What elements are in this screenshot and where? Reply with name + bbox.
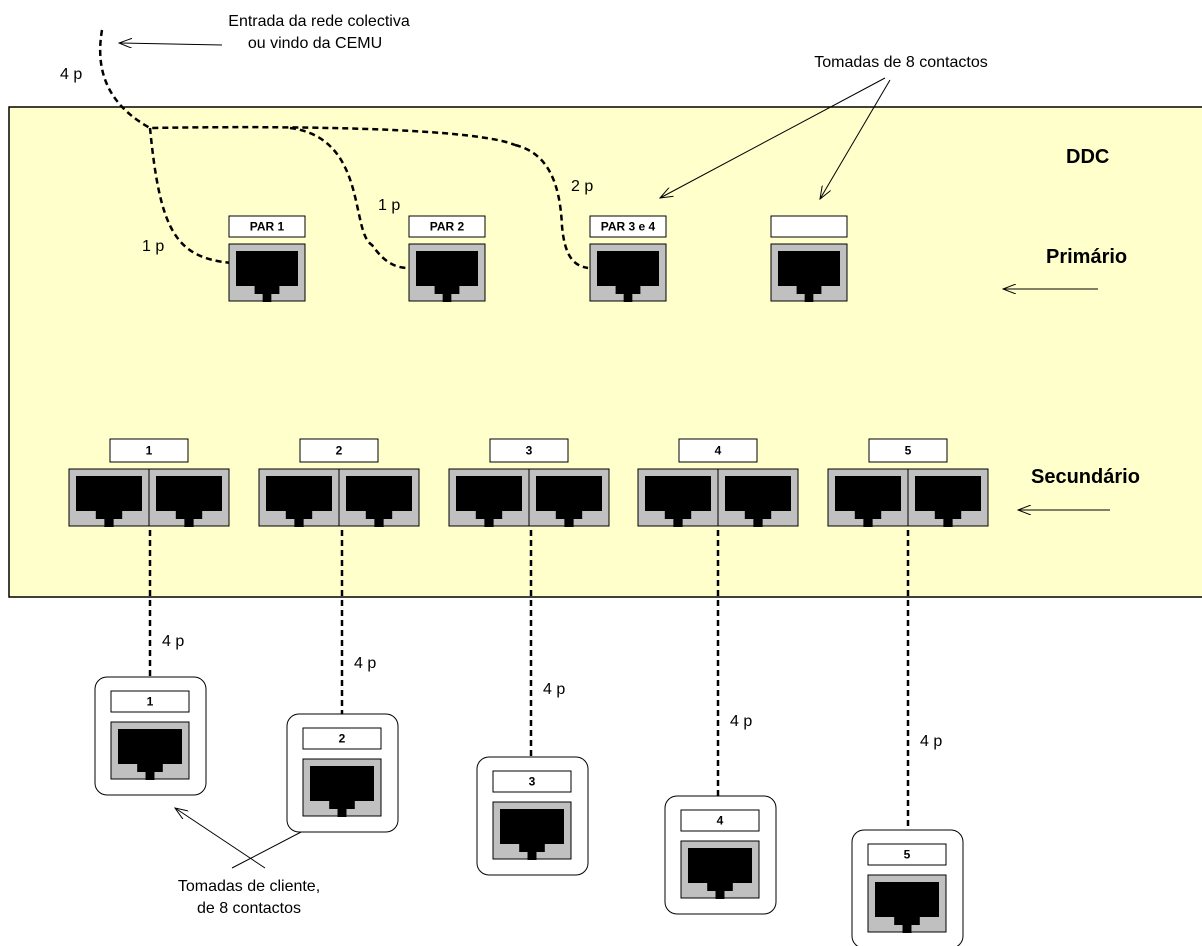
label-box — [868, 438, 948, 463]
client-cable-label: 4 p — [162, 633, 184, 650]
rj45-port-icon — [778, 251, 840, 302]
rj45-port-icon — [456, 476, 522, 527]
rj45-port-icon — [915, 476, 981, 527]
client-socket: 4 p 3 — [476, 530, 589, 876]
label-text: 4 — [717, 814, 724, 828]
client-cable-label: 4 p — [354, 655, 376, 672]
label-text: PAR 2 — [430, 220, 465, 234]
input-cables — [98, 29, 589, 270]
label-text: 3 — [529, 775, 536, 789]
client-sockets: 4 p 1 4 p 2 4 p 3 4 p 4 4 p 5 — [94, 530, 964, 946]
cable-label-par2: 1 p — [378, 197, 400, 214]
rj45-port-icon — [118, 729, 182, 780]
cable-label-par34: 2 p — [571, 178, 593, 195]
rj45-port-icon — [416, 251, 478, 302]
entrada-arrow — [119, 43, 223, 45]
rj45-port-icon — [835, 476, 901, 527]
cliente-text-line1: Tomadas de cliente, — [178, 878, 320, 895]
ddc-title: DDC — [1066, 146, 1109, 168]
rj45-port-icon — [346, 476, 412, 527]
label-box — [299, 438, 379, 463]
client-socket: 4 p 4 — [664, 530, 777, 915]
rj45-port-icon — [309, 766, 374, 817]
label-text: PAR 1 — [250, 220, 285, 234]
rj45-port-icon — [499, 809, 564, 860]
rj45-port-icon — [236, 251, 298, 302]
label-text: 1 — [146, 444, 153, 458]
client-socket: 4 p 1 — [94, 530, 207, 796]
cable-label-par1: 1 p — [142, 238, 164, 255]
label-box — [680, 809, 760, 832]
label-box — [109, 438, 189, 463]
rj45-port-icon — [597, 251, 659, 302]
rj45-port-icon — [725, 476, 791, 527]
client-cable-label: 4 p — [920, 733, 942, 750]
secondary-socket-pair: 4 — [637, 438, 799, 527]
cliente-arrow-1 — [175, 808, 266, 869]
label-box — [302, 727, 382, 750]
primary-socket: PAR 3 e 4 — [589, 215, 667, 302]
secondary-socket-pair: 2 — [258, 438, 420, 527]
label-text: 4 — [715, 444, 722, 458]
cable-label-input: 4 p — [60, 66, 82, 83]
label-text: 1 — [147, 695, 154, 709]
tomadas-arrow-1 — [660, 77, 886, 198]
label-box — [110, 690, 190, 713]
label-box — [228, 215, 306, 238]
label-text: 5 — [904, 848, 911, 862]
label-text: 5 — [905, 444, 912, 458]
label-text: 3 — [526, 444, 533, 458]
rj45-port-icon — [645, 476, 711, 527]
label-text: 2 — [336, 444, 343, 458]
client-cable-label: 4 p — [730, 713, 752, 730]
rj45-port-icon — [687, 848, 752, 899]
secondary-socket-pair: 5 — [827, 438, 989, 527]
label-box — [867, 843, 947, 866]
label-box — [678, 438, 758, 463]
client-socket: 4 p 2 — [286, 530, 399, 833]
rj45-port-icon — [155, 476, 222, 527]
main-input-cable — [98, 29, 516, 147]
primary-sockets: PAR 1 PAR 2 PAR 3 e 4 — [228, 215, 848, 302]
label-box — [492, 770, 572, 793]
label-box — [408, 215, 486, 238]
primario-label: Primário — [1046, 246, 1127, 268]
cable-par34 — [514, 143, 589, 270]
secondary-socket-pair: 1 — [68, 438, 230, 527]
entrada-text-line2: ou vindo da CEMU — [248, 35, 382, 52]
label-text: PAR 3 e 4 — [601, 220, 656, 234]
cable-par1 — [148, 127, 233, 265]
primary-socket: PAR 2 — [408, 215, 486, 302]
client-cable-label: 4 p — [543, 681, 565, 698]
label-box — [589, 215, 667, 238]
tomadas-arrow-2 — [820, 79, 891, 199]
secondary-socket-pair: 3 — [448, 438, 610, 527]
label-text: 2 — [339, 732, 346, 746]
cliente-text-line2: de 8 contactos — [197, 900, 301, 917]
cable-par2 — [289, 126, 411, 270]
entrada-text-line1: Entrada da rede colectiva — [228, 13, 410, 30]
secundario-label: Secundário — [1031, 466, 1140, 488]
rj45-port-icon — [76, 476, 142, 527]
secondary-sockets: 1 2 3 4 5 — [68, 438, 989, 527]
label-box — [489, 438, 569, 463]
rj45-port-icon — [874, 882, 939, 933]
tomadas-8-text: Tomadas de 8 contactos — [814, 54, 987, 71]
label-box — [770, 215, 848, 238]
client-socket: 4 p 5 — [851, 530, 964, 946]
rj45-port-icon — [536, 476, 602, 527]
primary-socket: PAR 1 — [228, 215, 306, 302]
rj45-port-icon — [266, 476, 332, 527]
primary-socket — [770, 215, 848, 302]
